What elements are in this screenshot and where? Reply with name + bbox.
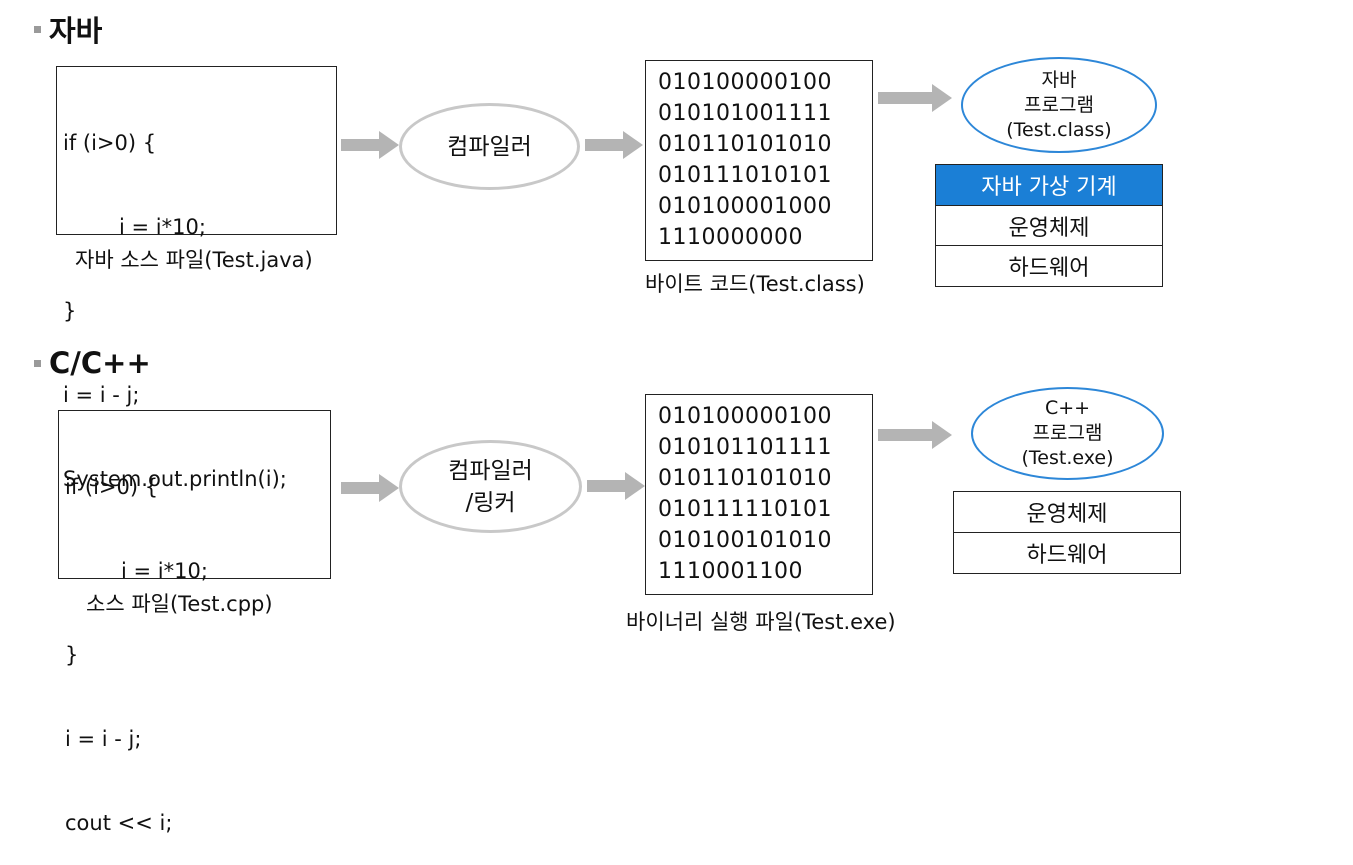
bullet-icon [34,359,41,367]
code-line: i = i*10; [119,215,206,239]
arrow-right-icon [341,474,399,502]
code-line: i = i - j; [63,383,140,407]
java-layer-stack: 자바 가상 기계 운영체제 하드웨어 [935,164,1163,287]
bytecode-line: 1110000000 [658,225,803,250]
program-label: 프로그램 [1024,93,1094,116]
bullet-icon [34,25,41,33]
java-program-ellipse: 자바 프로그램 (Test.class) [961,57,1157,153]
cpp-program-ellipse: C++ 프로그램 (Test.exe) [971,387,1164,480]
arrow-right-icon [341,131,399,159]
arrow-right-icon [878,421,952,449]
code-line: } [63,299,77,323]
code-line: i = i*10; [121,559,208,583]
java-title-text: 자바 [49,14,103,48]
code-line: if (i>0) { [65,475,159,499]
cpp-section-title: C/C++ [34,346,151,380]
code-line: System.out.println(i); [63,467,287,491]
layer-os: 운영체제 [935,204,1163,247]
program-label: C++ [1044,397,1091,419]
java-compiler-ellipse: 컴파일러 [399,103,580,190]
binary-line: 010100000100 [658,404,832,429]
layer-jvm: 자바 가상 기계 [935,164,1163,206]
program-label: (Test.class) [1006,118,1112,141]
arrow-right-icon [585,131,643,159]
binary-line: 1110001100 [658,559,803,584]
cpp-source-caption: 소스 파일(Test.cpp) [86,592,273,616]
program-label: 자바 [1041,68,1077,91]
bytecode-line: 010101001111 [658,101,832,126]
bytecode-line: 010111010101 [658,163,832,188]
cpp-layer-stack: 운영체제 하드웨어 [953,491,1181,574]
program-label: 프로그램 [1032,422,1103,444]
bytecode-line: 010100000100 [658,70,832,95]
arrow-right-icon [878,84,952,112]
layer-hardware: 하드웨어 [953,531,1181,574]
binary-line: 010100101010 [658,528,832,553]
code-line: } [65,643,79,667]
layer-hardware: 하드웨어 [935,245,1163,287]
arrow-right-icon [587,472,645,500]
program-label: (Test.exe) [1021,447,1114,469]
cpp-compiler-ellipse: 컴파일러 /링커 [399,440,582,533]
cpp-title-text: C/C++ [49,346,151,380]
java-section-title: 자바 [34,8,102,50]
cpp-linker-label: /링커 [465,489,516,516]
layer-os: 운영체제 [953,491,1181,533]
java-bytecode-caption: 바이트 코드(Test.class) [645,272,865,296]
binary-line: 010111110101 [658,497,832,522]
cpp-binary-box: 010100000100 010101101111 010110101010 0… [645,394,873,595]
bytecode-line: 010110101010 [658,132,832,157]
java-bytecode-box: 010100000100 010101001111 010110101010 0… [645,60,873,261]
code-line: if (i>0) { [63,131,157,155]
cpp-binary-caption: 바이너리 실행 파일(Test.exe) [626,610,896,634]
code-line: cout << i; [65,811,173,835]
bytecode-line: 010100001000 [658,194,832,219]
cpp-source-box: if (i>0) { i = i*10; } i = i - j; cout <… [58,410,331,835]
code-line: i = i - j; [65,727,142,751]
java-source-box: if (i>0) { i = i*10; } i = i - j; System… [56,66,337,491]
cpp-compiler-label: 컴파일러 [448,457,533,484]
java-source-caption: 자바 소스 파일(Test.java) [75,248,313,272]
binary-line: 010101101111 [658,435,832,460]
java-compiler-label: 컴파일러 [447,133,532,160]
binary-line: 010110101010 [658,466,832,491]
